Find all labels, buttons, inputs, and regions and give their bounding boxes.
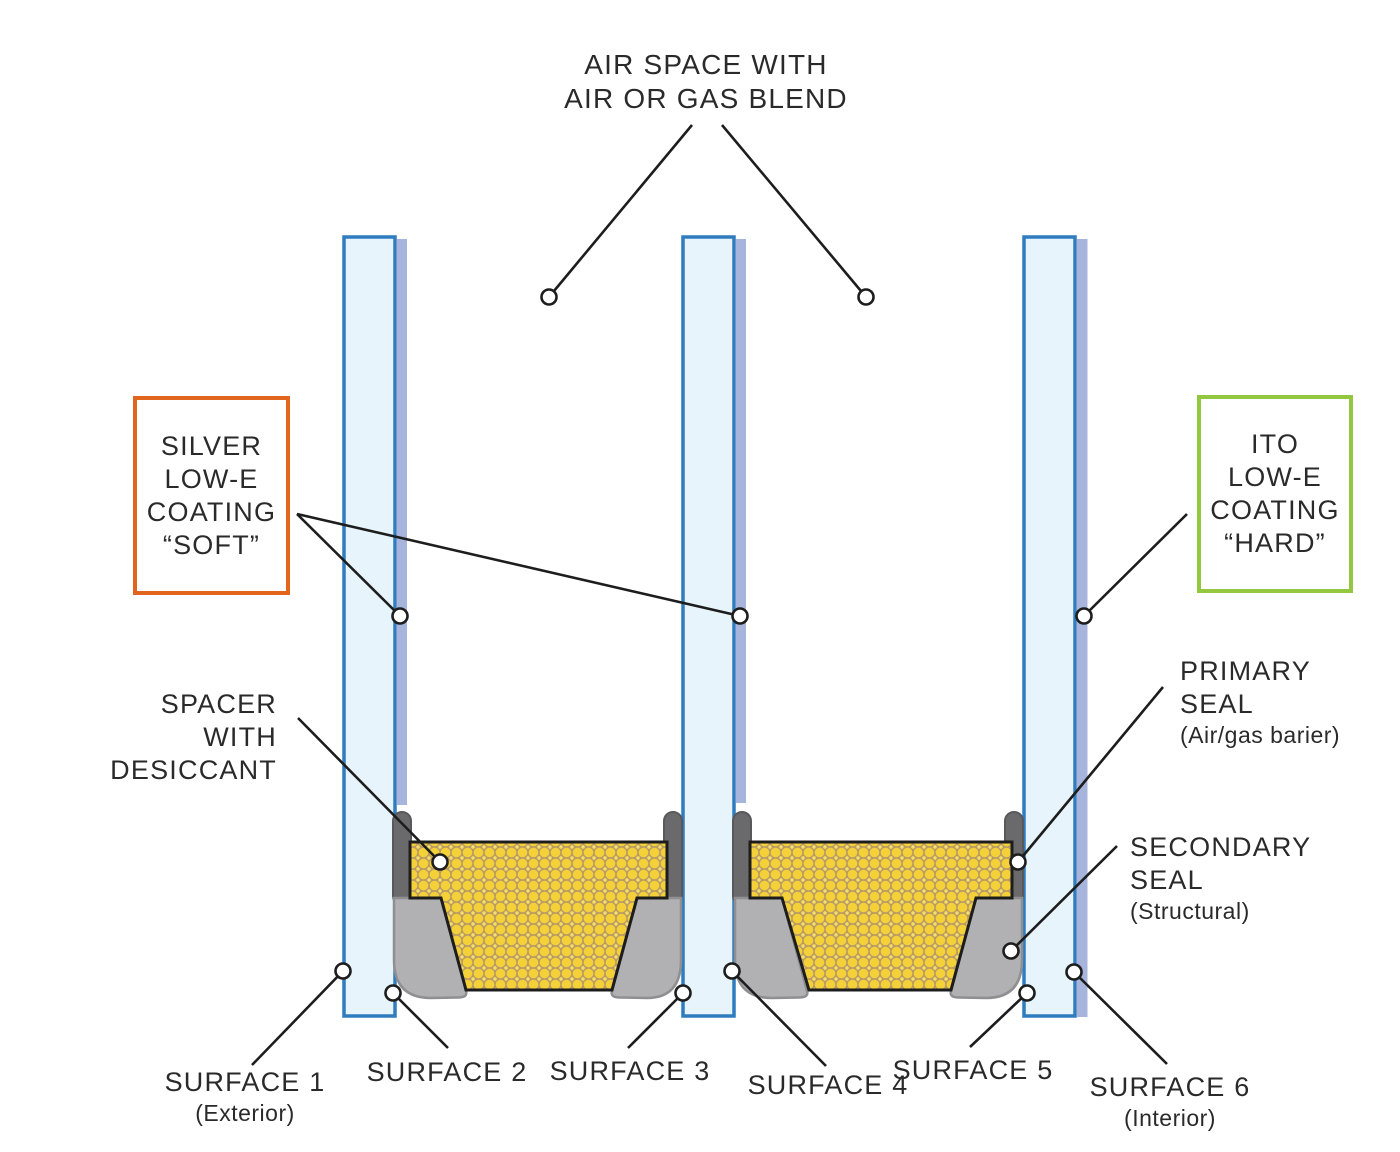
surface-name: SURFACE 1 <box>164 1067 326 1097</box>
surface-3-label: SURFACE 3 <box>530 1055 730 1088</box>
air-space-line2: AIR OR GAS BLEND <box>564 83 848 114</box>
leader-line <box>296 513 401 617</box>
surface-name: SURFACE 6 <box>1089 1072 1251 1102</box>
surface-4-label: SURFACE 4 <box>728 1069 928 1102</box>
air-space-line1: AIR SPACE WITH <box>584 49 828 80</box>
secondary-seal-line1: SECONDARY <box>1130 832 1312 862</box>
surface-name: SURFACE 5 <box>892 1055 1054 1085</box>
primary-seal-label: PRIMARY SEAL (Air/gas barier) <box>1180 655 1340 749</box>
leader-line <box>392 992 449 1049</box>
leader-line <box>548 124 693 298</box>
leader-line <box>1010 845 1118 952</box>
surface-2-label: SURFACE 2 <box>347 1056 547 1089</box>
leader-dot <box>1065 963 1083 981</box>
leader-line <box>627 992 684 1049</box>
primary-seal-line1: PRIMARY <box>1180 656 1311 686</box>
ito-low-e-coating-box: ITO LOW-E COATING “HARD” <box>1197 395 1353 593</box>
leader-dots <box>334 288 1093 1002</box>
ito-coating-line: ITO <box>1250 429 1300 459</box>
secondary-seal-shape <box>949 896 1024 1000</box>
silver-coating-line: SILVER <box>160 430 263 461</box>
ito-coating-line: “HARD” <box>1224 528 1326 558</box>
leader-dot <box>540 288 558 306</box>
secondary-seal-line3: (Structural) <box>1130 898 1250 924</box>
glass-pane-3 <box>1022 235 1077 1018</box>
silver-low-e-coating-box: SILVER LOW-E COATING “SOFT” <box>133 396 290 595</box>
silver-coating-line: “SOFT” <box>162 529 261 560</box>
surface-name: SURFACE 2 <box>366 1057 528 1087</box>
leader-lines <box>251 124 1188 1067</box>
silver-coating-line: COATING <box>146 496 277 527</box>
spacer-line2: WITH DESICCANT <box>110 722 277 785</box>
leader-line <box>1083 513 1188 617</box>
low-e-coating-strip-3 <box>1076 239 1088 1017</box>
secondary-seal-shape <box>392 896 468 1000</box>
leader-dot <box>384 984 402 1002</box>
spacer-line1: SPACER <box>160 689 277 719</box>
leader-line <box>1016 686 1165 863</box>
ito-coating-line: COATING <box>1210 495 1340 525</box>
low-e-coating-strip-2 <box>735 239 746 803</box>
primary-seal-line2: SEAL <box>1180 689 1254 719</box>
surface-name: SURFACE 4 <box>747 1070 909 1100</box>
surface-6-label: SURFACE 6 (Interior) <box>1070 1071 1270 1132</box>
surface-1-label: SURFACE 1 (Exterior) <box>145 1066 345 1127</box>
silver-coating-line: LOW-E <box>164 463 259 494</box>
leader-dot <box>723 962 741 980</box>
surface-sub: (Interior) <box>1124 1105 1216 1131</box>
leader-line <box>969 992 1028 1048</box>
leader-dot <box>1002 942 1020 960</box>
leader-line <box>1073 971 1168 1065</box>
secondary-seal-line2: SEAL <box>1130 865 1204 895</box>
leader-line <box>721 124 867 298</box>
primary-seal-shape <box>392 811 412 906</box>
secondary-seal-label: SECONDARY SEAL (Structural) <box>1130 831 1311 925</box>
leader-dot <box>731 607 749 625</box>
leader-dot <box>431 853 449 871</box>
leader-dot <box>391 607 409 625</box>
ito-coating-line: LOW-E <box>1227 462 1322 492</box>
surface-sub: (Exterior) <box>195 1100 295 1126</box>
leader-dot <box>334 962 352 980</box>
leader-line <box>731 970 827 1067</box>
secondary-seal-shape <box>610 896 683 1000</box>
leader-line <box>297 717 441 863</box>
leader-dot <box>674 984 692 1002</box>
surface-name: SURFACE 3 <box>549 1056 711 1086</box>
surface-5-label: SURFACE 5 <box>873 1054 1073 1087</box>
leader-line <box>251 970 344 1066</box>
air-space-label: AIR SPACE WITH AIR OR GAS BLEND <box>506 48 906 116</box>
leader-dot <box>1018 984 1036 1002</box>
primary-seal-shape <box>732 811 752 906</box>
spacer-shape-1 <box>408 840 669 992</box>
glass-pane-1 <box>342 235 397 1018</box>
leader-dot <box>857 288 875 306</box>
glass-pane-2 <box>681 235 736 1018</box>
leader-line <box>296 512 741 618</box>
low-e-coating-strip-1 <box>396 239 407 805</box>
spacer-label: SPACER WITH DESICCANT <box>40 688 277 787</box>
leader-dot <box>1075 607 1093 625</box>
leader-dot <box>1009 853 1027 871</box>
primary-seal-line3: (Air/gas barier) <box>1180 722 1341 748</box>
